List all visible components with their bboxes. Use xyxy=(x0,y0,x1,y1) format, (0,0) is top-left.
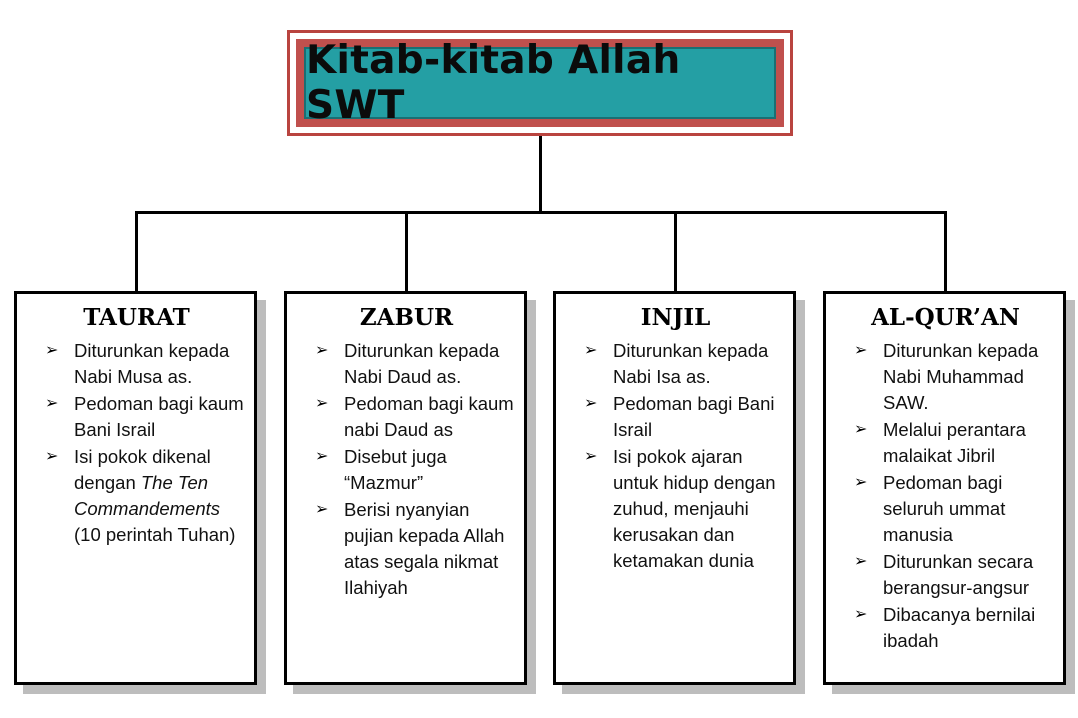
point-text: (10 perintah Tuhan) xyxy=(74,524,236,545)
arrow-bullet-icon: ➢ xyxy=(854,553,868,570)
book-box-alquran: AL-QUR’AN➢Diturunkan kepada Nabi Muhamma… xyxy=(823,291,1066,685)
book-title: TAURAT xyxy=(83,304,190,331)
connector-zabur xyxy=(405,211,408,292)
book-box-injil: INJIL ➢ Diturunkan kepada Nabi Isa as. ➢ Ped… xyxy=(553,291,796,685)
point-text: Diturunkan secara berangsur-angsur xyxy=(883,551,1034,598)
book-point: ➢ Melalui perantara malaikat Jibril xyxy=(838,417,1053,469)
book-title: INJIL xyxy=(640,304,711,331)
book-point: ➢ Dibacanya bernilai ibadah xyxy=(838,602,1053,654)
point-italic-text: The Ten Commandements xyxy=(74,472,221,519)
book-points-list: ➢ Diturunkan kepada Nabi Daud as. ➢ Pedoman… xyxy=(299,338,514,601)
point-text: Diturunkan kepada Nabi Muhammad SAW. xyxy=(883,340,1039,413)
book-point: ➢ Diturunkan secara berangsur-angsur xyxy=(838,549,1053,601)
book-point: ➢ Diturunkan kepada Nabi Isa as. xyxy=(568,338,783,390)
book-point: ➢ Pedoman bagi kaum Bani Israil xyxy=(29,391,244,443)
arrow-bullet-icon: ➢ xyxy=(315,448,329,465)
book-point: ➢ Pedoman bagi seluruh ummat manusia xyxy=(838,470,1053,548)
arrow-bullet-icon: ➢ xyxy=(45,395,59,412)
book-point: ➢ Diturunkan kepada Nabi Daud as. xyxy=(299,338,514,390)
point-text: Diturunkan kepada Nabi Musa as. xyxy=(74,340,230,387)
point-text: Berisi nyanyian pujian kepada Allah atas… xyxy=(344,499,505,598)
book-point: ➢ Isi pokok dikenal dengan The Ten Comman… xyxy=(29,444,244,548)
book-points-list: ➢ Diturunkan kepada Nabi Isa as. ➢ Pedoman … xyxy=(568,338,783,574)
book-box-taurat: TAURAT ➢ Diturunkan kepada Nabi Musa as. ➢ P… xyxy=(14,291,257,685)
arrow-bullet-icon: ➢ xyxy=(854,421,868,438)
arrow-bullet-icon: ➢ xyxy=(854,342,868,359)
title-fill: Kitab-kitab Allah SWT xyxy=(304,38,776,128)
book-point: ➢ Isi pokok ajaran untuk hidup dengan zuh… xyxy=(568,444,783,574)
title-frame: Kitab-kitab Allah SWT xyxy=(296,38,784,128)
point-text: Pedoman bagi Bani Israil xyxy=(613,393,775,440)
arrow-bullet-icon: ➢ xyxy=(45,448,59,465)
arrow-bullet-icon: ➢ xyxy=(584,448,598,465)
arrow-bullet-icon: ➢ xyxy=(315,395,329,412)
arrow-bullet-icon: ➢ xyxy=(315,501,329,518)
arrow-bullet-icon: ➢ xyxy=(854,606,868,623)
point-text: Isi pokok ajaran untuk hidup dengan zuhu… xyxy=(613,446,776,571)
arrow-bullet-icon: ➢ xyxy=(584,395,598,412)
arrow-bullet-icon: ➢ xyxy=(854,474,868,491)
point-text: Diturunkan kepada Nabi Isa as. xyxy=(613,340,769,387)
book-box-zabur: ZABUR ➢ Diturunkan kepada Nabi Daud as. ➢ Pe… xyxy=(284,291,527,685)
title-box: Kitab-kitab Allah SWT xyxy=(287,30,793,136)
point-text: Pedoman bagi kaum nabi Daud as xyxy=(344,393,514,440)
book-point: ➢ Diturunkan kepada Nabi Musa as. xyxy=(29,338,244,390)
book-title: AL-QUR’AN xyxy=(871,304,1020,331)
book-points-list: ➢ Diturunkan kepada Nabi Muhammad SAW. ➢ Me… xyxy=(838,338,1053,654)
book-point: ➢ Pedoman bagi kaum nabi Daud as xyxy=(299,391,514,443)
connector-injil xyxy=(674,211,677,292)
point-text: Diturunkan kepada Nabi Daud as. xyxy=(344,340,500,387)
book-points-list: ➢ Diturunkan kepada Nabi Musa as. ➢ Pedoman… xyxy=(29,338,244,548)
book-point: ➢ Diturunkan kepada Nabi Muhammad SAW. xyxy=(838,338,1053,416)
arrow-bullet-icon: ➢ xyxy=(315,342,329,359)
connector-trunk xyxy=(539,136,542,212)
point-text: Isi pokok dikenal dengan xyxy=(74,446,211,493)
point-text: Pedoman bagi seluruh ummat manusia xyxy=(883,472,1006,545)
book-point: ➢ Disebut juga “Mazmur” xyxy=(299,444,514,496)
book-point: ➢ Pedoman bagi Bani Israil xyxy=(568,391,783,443)
arrow-bullet-icon: ➢ xyxy=(584,342,598,359)
book-point: ➢ Berisi nyanyian pujian kepada Allah ata… xyxy=(299,497,514,601)
connector-horizontal xyxy=(135,211,947,214)
connector-taurat xyxy=(135,211,138,292)
point-text: Dibacanya bernilai ibadah xyxy=(883,604,1036,651)
connector-alquran xyxy=(944,211,947,292)
diagram-title: Kitab-kitab Allah SWT xyxy=(306,38,681,128)
point-text: Melalui perantara malaikat Jibril xyxy=(883,419,1026,466)
point-text: Disebut juga “Mazmur” xyxy=(344,446,447,493)
point-text: Pedoman bagi kaum Bani Israil xyxy=(74,393,244,440)
arrow-bullet-icon: ➢ xyxy=(45,342,59,359)
book-title: ZABUR xyxy=(359,304,454,331)
